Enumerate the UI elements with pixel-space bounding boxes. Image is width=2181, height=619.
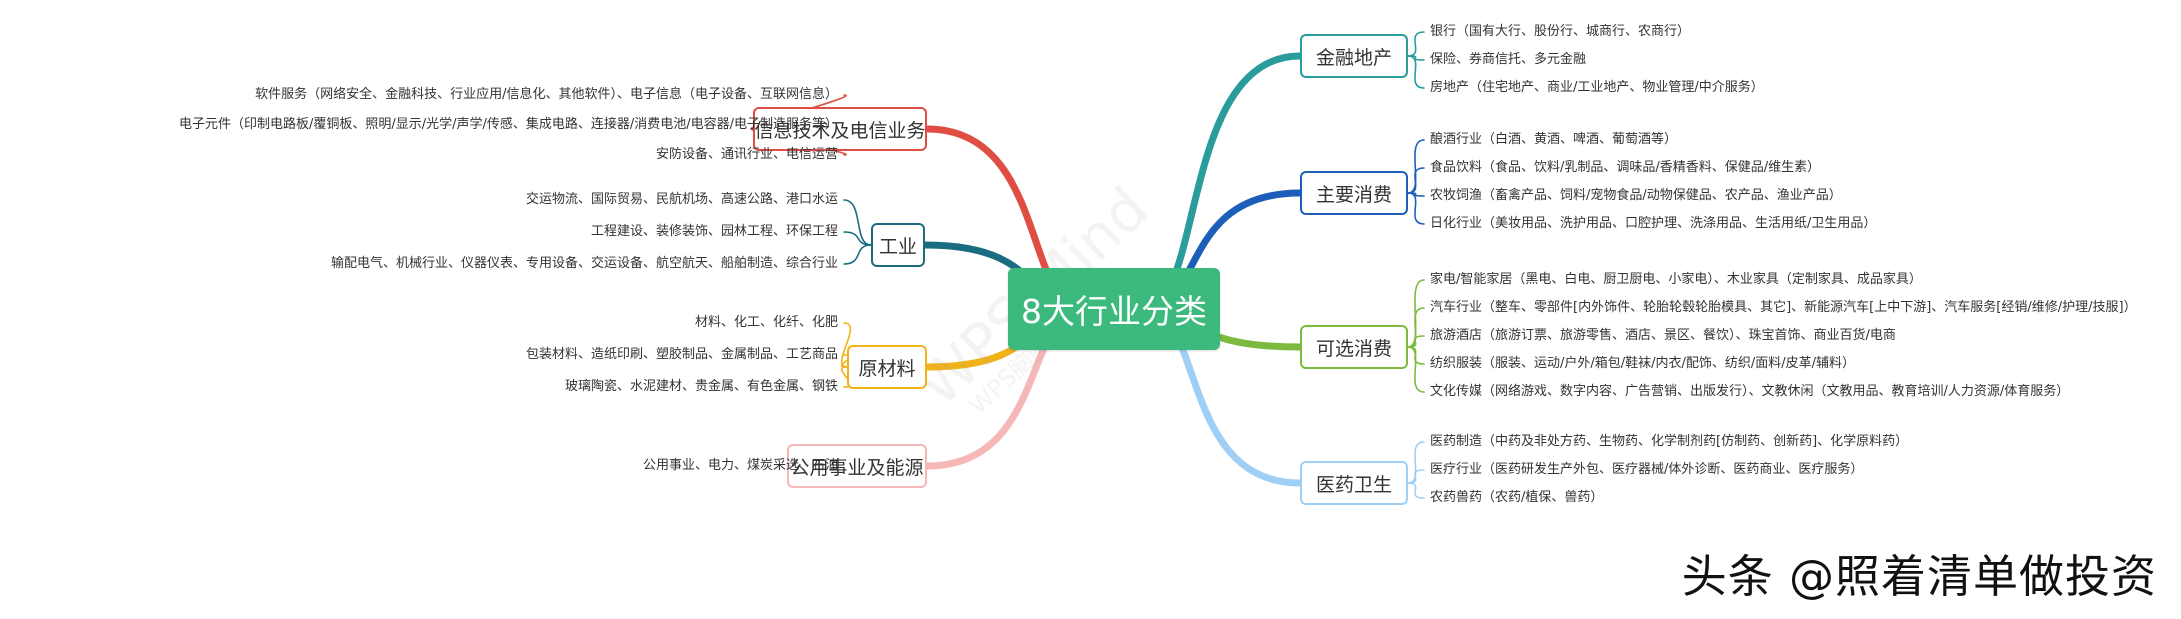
- leaf-item[interactable]: 软件服务（网络安全、金融科技、行业应用/信息化、其他软件）、电子信息（电子设备、…: [255, 87, 838, 102]
- leaf-connector: [843, 244, 872, 265]
- leaf-item[interactable]: 房地产（住宅地产、商业/工业地产、物业管理/中介服务）: [1430, 80, 1764, 95]
- topic-utilities-energy[interactable]: 公用事业及能源: [787, 444, 927, 488]
- leaf-connector: [1407, 192, 1425, 225]
- leaf-connector: [1407, 167, 1425, 194]
- leaf-connector: [1407, 55, 1425, 89]
- leaf-item[interactable]: 材料、化工、化纤、化肥: [694, 315, 838, 330]
- leaf-item[interactable]: 日化行业（美妆用品、洗护用品、口腔护理、洗涤用品、生活用纸/卫生用品）: [1430, 216, 1877, 231]
- leaf-connector: [1407, 307, 1425, 348]
- leaf-item[interactable]: 农药兽药（农药/植保、兽药）: [1430, 490, 1604, 505]
- leaf-item[interactable]: 公用事业、电力、煤炭采选、石油: [642, 458, 838, 473]
- leaf-connector: [1407, 335, 1425, 348]
- central-topic[interactable]: 8大行业分类: [1008, 268, 1220, 350]
- leaf-connector: [843, 199, 872, 246]
- leaf-connector: [843, 231, 872, 246]
- footer-credit: 头条 @照着清单做投资: [1681, 550, 2157, 603]
- leaf-item[interactable]: 安防设备、通讯行业、电信运营: [655, 147, 838, 162]
- leaf-connector: [1407, 31, 1425, 57]
- leaf-item[interactable]: 食品饮料（食品、饮料/乳制品、调味品/香精香料、保健品/维生素）: [1430, 160, 1821, 175]
- leaf-item[interactable]: 玻璃陶瓷、水泥建材、贵金属、有色金属、钢铁: [564, 379, 838, 394]
- topic-optional-consumption[interactable]: 可选消费: [1300, 325, 1408, 369]
- leaf-item[interactable]: 工程建设、装修装饰、园林工程、环保工程: [590, 224, 838, 239]
- leaf-item[interactable]: 交运物流、国际贸易、民航机场、高速公路、港口水运: [525, 192, 838, 207]
- leaf-connector: [1407, 469, 1425, 484]
- leaf-item[interactable]: 农牧饲渔（畜禽产品、饲料/宠物食品/动物保健品、农产品、渔业产品）: [1430, 188, 1842, 203]
- topic-healthcare[interactable]: 医药卫生: [1300, 461, 1408, 505]
- leaf-item[interactable]: 家电/智能家居（黑电、白电、厨卫厨电、小家电）、木业家具（定制家具、成品家具）: [1430, 272, 1922, 287]
- leaf-item[interactable]: 保险、券商信托、多元金融: [1430, 52, 1587, 67]
- leaf-item[interactable]: 酿酒行业（白酒、黄酒、啤酒、葡萄酒等）: [1430, 132, 1678, 147]
- topic-main-consumption[interactable]: 主要消费: [1300, 171, 1408, 215]
- topic-industry[interactable]: 工业: [871, 223, 925, 267]
- leaf-item[interactable]: 包装材料、造纸印刷、塑胶制品、金属制品、工艺商品: [525, 347, 838, 362]
- topic-it-telecom[interactable]: 信息技术及电信业务: [753, 107, 927, 151]
- leaf-item[interactable]: 旅游酒店（旅游订票、旅游零售、酒店、景区、餐饮）、珠宝首饰、商业百货/电商: [1430, 328, 1896, 343]
- leaf-item[interactable]: 文化传媒（网络游戏、数字内容、广告营销、出版发行）、文教休闲（文教用品、教育培训…: [1430, 384, 2070, 399]
- topic-raw-materials[interactable]: 原材料: [847, 345, 927, 389]
- leaf-connector: [1407, 346, 1425, 393]
- leaf-item[interactable]: 输配电气、机械行业、仪器仪表、专用设备、交运设备、航空航天、船舶制造、综合行业: [330, 256, 838, 271]
- leaf-connector: [1407, 482, 1425, 499]
- leaf-item[interactable]: 纺织服装（服装、运动/户外/箱包/鞋袜/内衣/配饰、纺织/面料/皮革/辅料）: [1430, 356, 1856, 371]
- leaf-connector: [840, 322, 852, 368]
- leaf-item[interactable]: 医药制造（中药及非处方药、生物药、化学制剂药[仿制药、创新药]、化学原料药）: [1430, 434, 1909, 449]
- leaf-item[interactable]: 医疗行业（医药研发生产外包、医疗器械/体外诊断、医药商业、医疗服务）: [1430, 462, 1864, 477]
- leaf-item[interactable]: 银行（国有大行、股份行、城商行、农商行）: [1430, 24, 1691, 39]
- leaf-item[interactable]: 电子元件（印制电路板/覆铜板、照明/显示/光学/声学/传感、集成电路、连接器/消…: [178, 117, 838, 132]
- topic-finance-realestate[interactable]: 金融地产: [1300, 34, 1408, 78]
- leaf-item[interactable]: 汽车行业（整车、零部件[内外饰件、轮胎轮毂轮胎模具、其它]、新能源汽车[上中下游…: [1430, 300, 2137, 315]
